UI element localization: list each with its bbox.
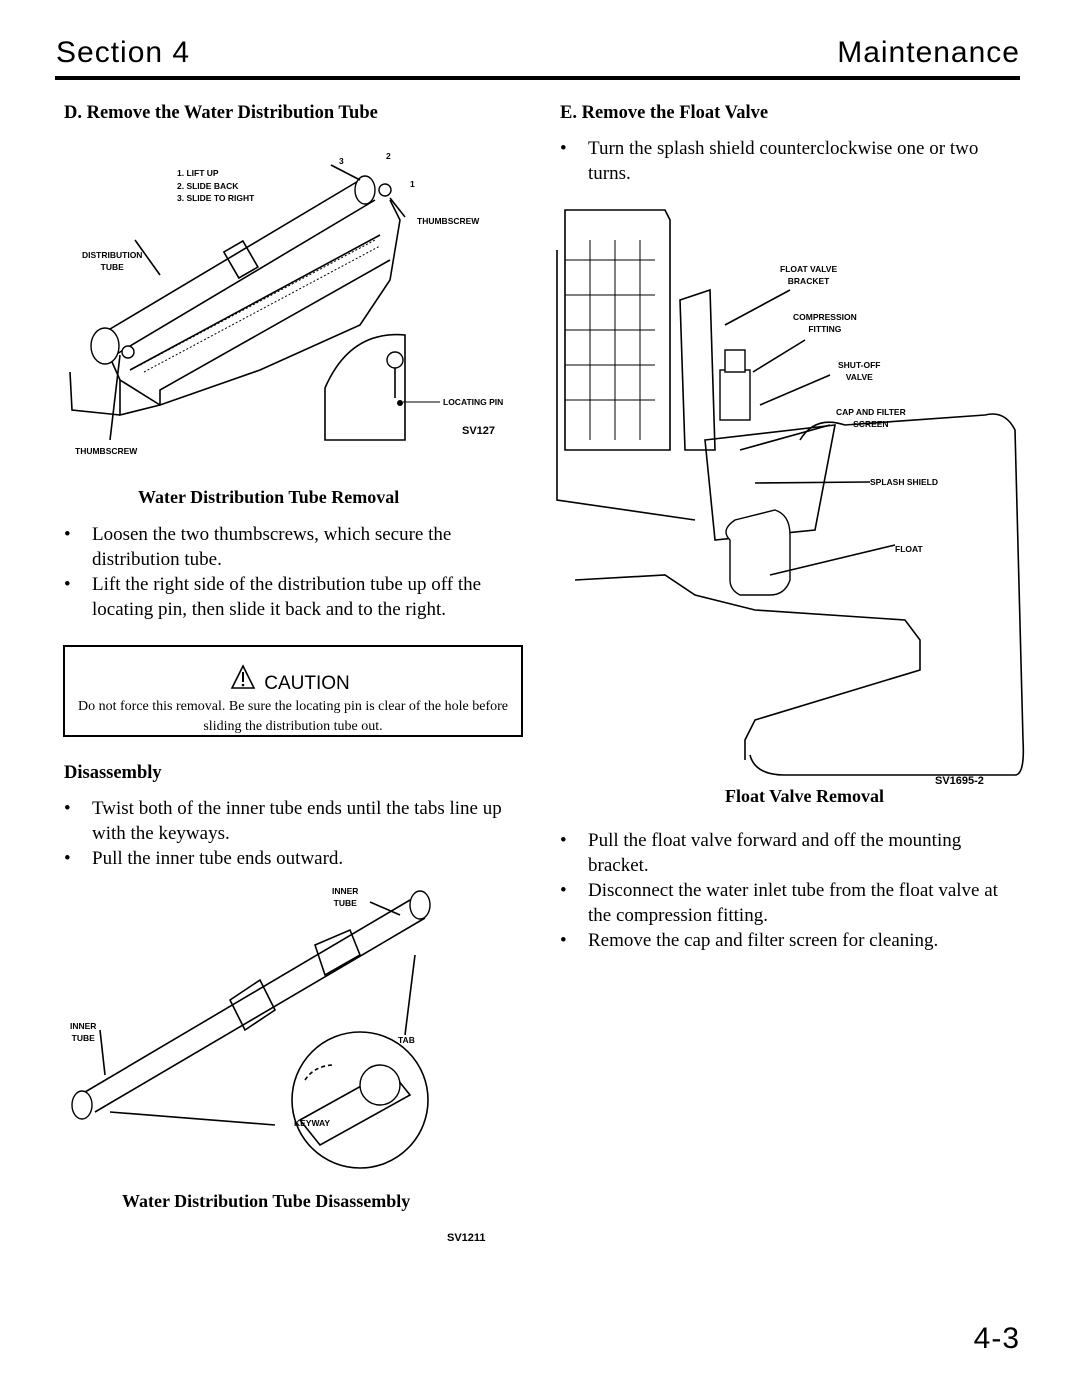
caution-title: CAUTION [264,673,350,694]
tube2-top-edge [79,899,411,1096]
disassembly-heading: Disassembly [64,763,162,783]
step-3-label: 3. SLIDE TO RIGHT [177,193,255,203]
tab-label: TAB [398,1035,415,1045]
inner-tube-top-label-line2: TUBE [333,898,357,908]
page-title: Maintenance [837,36,1020,69]
arrow-number-1: 1 [410,179,415,189]
list-item: •Loosen the two thumbscrews, which secur… [64,524,452,570]
bullet-glyph: • [560,138,567,159]
trough-outline [99,199,401,406]
cap-filter-screen-label: CAP AND FILTER SCREEN [836,406,906,430]
shut-off-valve-label-line1: SHUT-OFF [838,360,881,370]
compression-fitting-label-line2: FITTING [808,324,842,334]
float-valve-bracket-label-line2: BRACKET [787,276,830,286]
distribution-tube-label: DISTRIBUTION TUBE [82,249,142,273]
locating-pin-label: LOCATING PIN [443,397,504,407]
inner-tube-top-label-line1: INNER [332,886,359,896]
inner-tube-left-label: INNER TUBE [70,1020,96,1044]
locating-pin-detail [324,333,406,441]
splash-shield [704,424,836,541]
header-rule [55,76,1020,80]
figure-caption-float-valve: Float Valve Removal [725,786,884,806]
splash-shield-label: SPLASH SHIELD [870,477,939,487]
figure-caption-removal: Water Distribution Tube Removal [138,487,400,507]
tube-disassembly-figure [71,890,431,1169]
section-label: Section 4 [56,36,191,69]
tab-keyway-detail [291,1031,429,1169]
caution-text: Do not force this removal. Be sure the l… [78,699,508,734]
figure-caption-disassembly: Water Distribution Tube Disassembly [122,1191,411,1211]
section-e-bottom-bullets: •Pull the float valve forward and off th… [558,829,1013,955]
compression-fitting-label-line1: COMPRESSION [793,312,857,322]
section-e-heading: E. Remove the Float Valve [560,103,769,123]
step-2-label: 2. SLIDE BACK [177,181,239,191]
figure-code-sv1695-2: SV1695-2 [935,775,984,787]
shut-off-valve [719,369,751,421]
warning-triangle-icon [230,664,256,689]
thumbscrew-top-label: THUMBSCREW [417,216,480,226]
caution-box: CAUTION Do not force this removal. Be su… [63,645,523,737]
section-d-heading: D. Remove the Water Distribution Tube [64,103,378,123]
list-item: •Turn the splash shield counterclockwise… [560,138,979,184]
list-item: •Pull the inner tube ends outward. [62,847,512,872]
disassembly-bullets: •Twist both of the inner tube ends until… [62,797,512,873]
float [725,509,791,596]
float-valve-bracket-label: FLOAT VALVE BRACKET [780,263,837,287]
arrow-number-2: 2 [386,151,391,161]
shut-off-valve-label-line2: VALVE [845,372,873,382]
list-item: •Remove the cap and filter screen for cl… [558,929,1013,954]
inner-tube-left-label-line2: TUBE [71,1033,95,1043]
ice-grid [564,209,671,451]
tube2-left-end [71,1090,93,1120]
shut-off-valve-label: SHUT-OFF VALVE [838,359,881,383]
thumbscrew-left [121,345,135,359]
step-1-label: 1. LIFT UP [177,168,219,178]
list-item: •Twist both of the inner tube ends until… [64,798,502,844]
tube-left-end [90,327,120,365]
page-number: 4-3 [973,1322,1020,1355]
bullet-glyph: • [64,524,71,545]
thumbscrew-right [378,183,392,197]
list-item: •Pull the float valve forward and off th… [560,830,962,876]
section-e-top-bullets: •Turn the splash shield counterclockwise… [558,137,1008,187]
bullet-glyph: • [560,880,567,901]
bullet-glyph: • [64,574,71,595]
section-d-bullets: •Loosen the two thumbscrews, which secur… [62,523,512,623]
compression-fitting-label: COMPRESSION FITTING [793,311,857,335]
distribution-tube-label-line2: TUBE [100,262,124,272]
tube-right-end [354,175,376,205]
tube2-right-end [409,890,431,920]
figure-code-sv1211: SV1211 [447,1232,486,1244]
cap-filter-screen-label-line1: CAP AND FILTER [836,407,906,417]
reservoir-outline [574,574,921,760]
bullet-glyph: • [560,930,567,951]
tube2-bottom-edge [94,917,426,1113]
list-item: •Lift the right side of the distribution… [64,574,482,620]
arrow-number-3: 3 [339,156,344,166]
bullet-glyph: • [64,798,71,819]
keyway-label: KEYWAY [294,1118,331,1128]
tube-top-edge [99,179,361,336]
thumbscrew-bottom-label: THUMBSCREW [75,446,138,456]
comb-teeth [139,239,381,373]
bullet-glyph: • [560,830,567,851]
list-item: •Disconnect the water inlet tube from th… [560,880,998,926]
float-valve-bracket [679,288,716,451]
bullet-glyph: • [64,848,71,869]
tube-bottom-edge [114,199,376,356]
distribution-tube-label-line1: DISTRIBUTION [82,250,143,260]
float-valve-bracket-label-line1: FLOAT VALVE [780,264,838,274]
distribution-tube-removal-figure [69,164,440,441]
figure-code-sv127: SV127 [462,425,496,437]
inner-tube-left-label-line1: INNER [70,1021,97,1031]
float-valve-figure [556,209,1025,776]
inner-tube-top-label: INNER TUBE [332,885,358,909]
cap-filter-screen-label-line2: SCREEN [853,419,889,429]
float-label: FLOAT [895,544,923,554]
